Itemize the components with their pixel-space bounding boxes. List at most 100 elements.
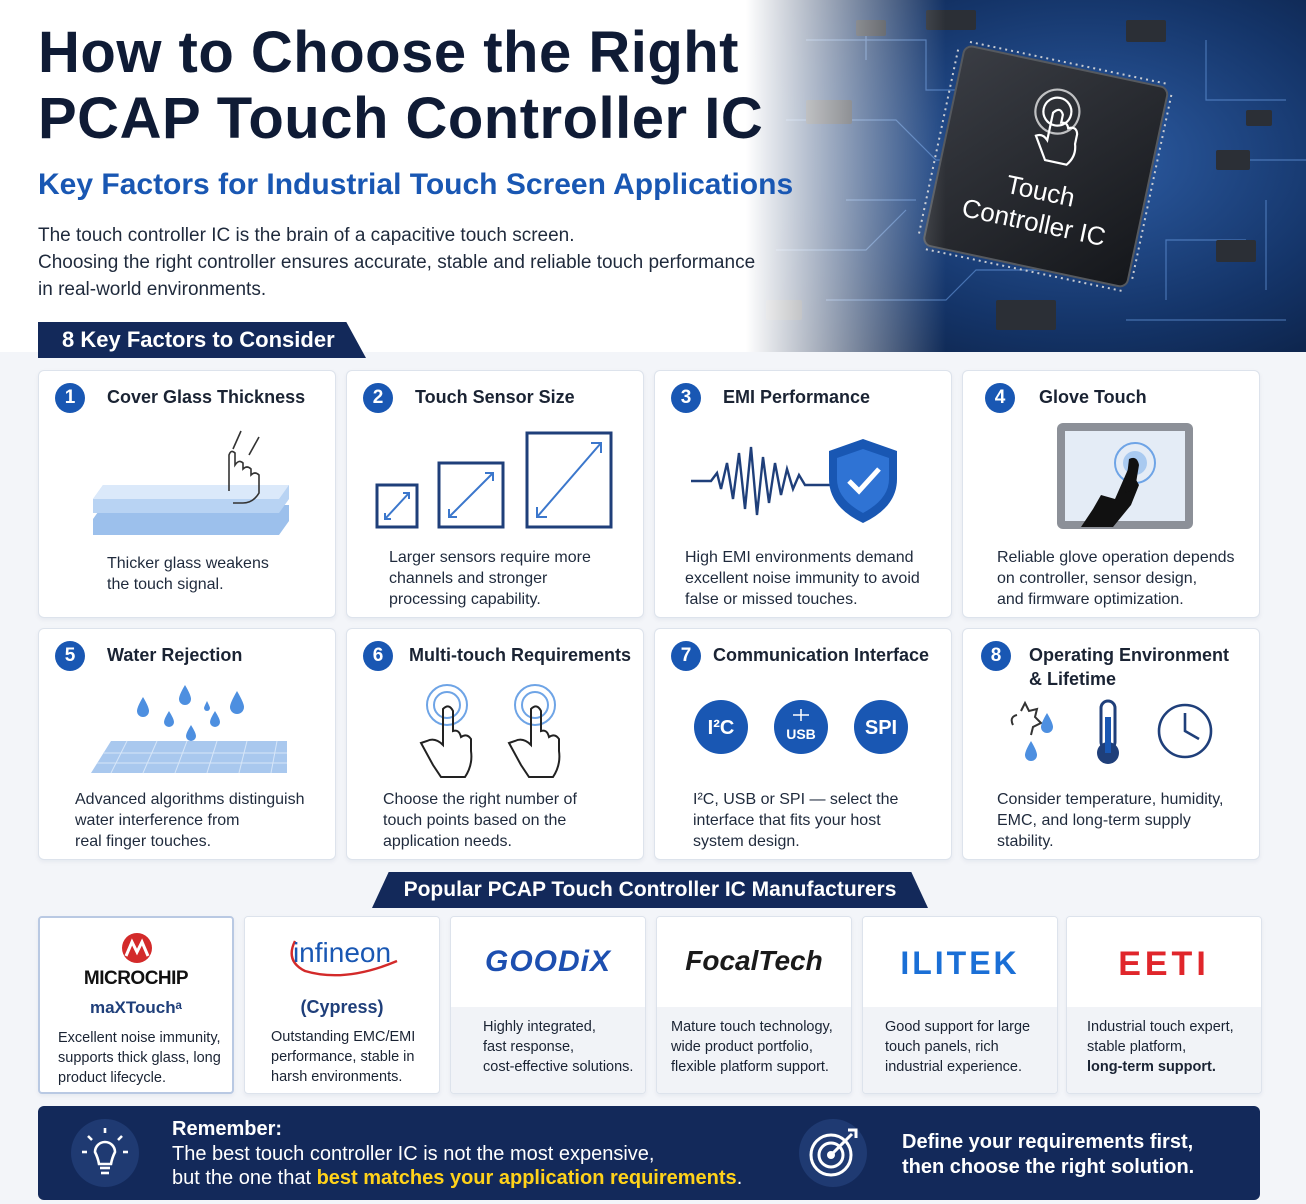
- desc-line: High EMI environments demand: [685, 549, 914, 566]
- desc-line: industrial experience.: [885, 1059, 1023, 1075]
- desc-line: false or missed touches.: [685, 591, 858, 608]
- manufacturer-desc: Excellent noise immunity, supports thick…: [58, 1028, 221, 1088]
- circuit-board-image: Touch Controller IC: [746, 0, 1306, 352]
- manufacturer-card-focaltech: FocalTech Mature touch technology, wide …: [656, 916, 852, 1094]
- desc-line: Outstanding EMC/EMI: [271, 1029, 416, 1045]
- factor-title: Multi-touch Requirements: [409, 645, 632, 665]
- title-line-2: PCAP Touch Controller IC: [38, 86, 764, 151]
- manufacturer-card-ilitek: ILITEK Good support for large touch pane…: [862, 916, 1058, 1094]
- desc-line: harsh environments.: [271, 1069, 403, 1085]
- desc-line: real finger touches.: [75, 833, 212, 850]
- manufacturer-desc: Highly integrated, fast response, cost-e…: [483, 1017, 633, 1077]
- desc-line: performance, stable in: [271, 1049, 415, 1065]
- intro-line: Choosing the right controller ensures ac…: [38, 252, 756, 273]
- factor-number: 4: [985, 383, 1015, 413]
- factor-card-interface: 7 Communication Interface I²C USB SPI I²…: [654, 628, 952, 860]
- desc-line: water interference from: [75, 812, 240, 829]
- desc-line: Choose the right number of: [383, 791, 577, 808]
- water-drops-icon: [91, 685, 287, 774]
- microchip-product: maXTouchᵃ: [89, 998, 183, 1017]
- environment-icon: [1010, 699, 1213, 764]
- lightbulb-icon: [71, 1119, 139, 1187]
- microchip-logo: MICROCHIP: [83, 968, 189, 989]
- desc-line: Mature touch technology,: [671, 1019, 833, 1035]
- microchip-logo-icon: [122, 933, 152, 963]
- requirements-callout: Define your requirements first, then cho…: [902, 1130, 1194, 1180]
- factor-number: 3: [671, 383, 701, 413]
- callout-line: Define your requirements first,: [902, 1131, 1194, 1153]
- factor-desc: High EMI environments demand excellent n…: [685, 547, 920, 610]
- manufacturer-desc: Industrial touch expert, stable platform…: [1087, 1017, 1234, 1077]
- desc-line: stability.: [997, 833, 1054, 850]
- factor-number: 8: [981, 641, 1011, 671]
- desc-line: application needs.: [383, 833, 512, 850]
- infineon-swoosh-icon: [290, 940, 398, 977]
- desc-line: and firmware optimization.: [997, 591, 1184, 608]
- factor-desc: Reliable glove operation depends on cont…: [997, 547, 1235, 610]
- desc-line: long-term support.: [1087, 1059, 1216, 1075]
- factor-number: 1: [55, 383, 85, 413]
- factor-number: 7: [671, 641, 701, 671]
- desc-line: stable platform,: [1087, 1039, 1187, 1055]
- desc-line: Good support for large: [885, 1019, 1031, 1035]
- desc-line: cost-effective solutions.: [483, 1059, 634, 1075]
- cover-glass-icon: [93, 430, 289, 535]
- factor-card-sensor-size: 2 Touch Sensor Size Larger sensors requi…: [346, 370, 644, 618]
- manufacturer-card-infineon: infineon (Cypress) Outstanding EMC/EMI p…: [244, 916, 440, 1094]
- desc-line: processing capability.: [389, 591, 541, 608]
- weather-icon: [1010, 700, 1043, 736]
- thermometer-icon: [1097, 699, 1119, 764]
- i2c-label: I²C: [708, 717, 735, 739]
- desc-line: the touch signal.: [107, 576, 224, 593]
- remember-line: The best touch controller IC is not the …: [172, 1143, 655, 1165]
- humidity-icon: [1025, 713, 1053, 761]
- factor-title: Water Rejection: [107, 645, 243, 665]
- emi-shield-icon: [691, 439, 897, 523]
- manufacturer-desc: Mature touch technology, wide product po…: [671, 1017, 833, 1077]
- remember-highlight: best matches your application requiremen…: [316, 1167, 737, 1189]
- usb-badge: [774, 700, 828, 754]
- remember-title: Remember:: [172, 1118, 283, 1140]
- desc-line: Industrial touch expert,: [1087, 1019, 1234, 1035]
- factor-desc: Advanced algorithms distinguish water in…: [75, 789, 304, 852]
- manufacturer-card-eeti: EETI Industrial touch expert, stable pla…: [1066, 916, 1262, 1094]
- factor-number: 2: [363, 383, 393, 413]
- glove-touch-icon: [1057, 423, 1193, 529]
- i2c-badge: [694, 700, 748, 754]
- touch-hand-icon: [1034, 88, 1081, 166]
- factor-title: Glove Touch: [1039, 387, 1147, 407]
- manufacturer-desc: Good support for large touch panels, ric…: [885, 1017, 1030, 1077]
- desc-line: system design.: [693, 833, 800, 850]
- usb-icon: [793, 709, 809, 721]
- remember-banner: Remember: The best touch controller IC i…: [38, 1106, 1260, 1200]
- desc-line: wide product portfolio,: [671, 1039, 813, 1055]
- remember-prefix: but the one that: [172, 1167, 317, 1189]
- desc-line: touch panels, rich: [885, 1039, 999, 1055]
- factor-title: Operating Environment & Lifetime: [1029, 643, 1249, 691]
- title-line: Operating Environment: [1029, 645, 1230, 665]
- title-line: & Lifetime: [1029, 669, 1117, 689]
- factor-card-cover-glass: 1 Cover Glass Thickness Thicker glass we…: [38, 370, 336, 618]
- spi-label: SPI: [865, 717, 897, 739]
- multi-touch-icon: [419, 684, 561, 778]
- factor-desc: Consider temperature, humidity, EMC, and…: [997, 789, 1223, 852]
- factor-title: Communication Interface: [713, 645, 930, 665]
- goodix-logo: GOODiX: [484, 945, 611, 978]
- intro-line: The touch controller IC is the brain of …: [38, 225, 575, 246]
- infineon-logo: infineon: [292, 937, 392, 968]
- desc-line: Consider temperature, humidity,: [997, 791, 1224, 808]
- factor-card-environment: 8 Operating Environment & Lifetime Consi…: [962, 628, 1260, 860]
- desc-line: Highly integrated,: [483, 1019, 596, 1035]
- factor-number: 5: [55, 641, 85, 671]
- desc-line: channels and stronger: [389, 570, 548, 587]
- desc-line: on controller, sensor design,: [997, 570, 1198, 587]
- desc-line: EMC, and long-term supply: [997, 812, 1191, 829]
- eeti-logo: EETI: [1118, 945, 1210, 983]
- desc-line: Excellent noise immunity,: [58, 1030, 221, 1046]
- desc-line: fast response,: [483, 1039, 575, 1055]
- factor-card-multi-touch: 6 Multi-touch Requirements Choose the ri…: [346, 628, 644, 860]
- factor-desc: I²C, USB or SPI — select the interface t…: [693, 789, 898, 852]
- factor-desc: Choose the right number of touch points …: [383, 789, 577, 852]
- factor-desc: Larger sensors require more channels and…: [389, 547, 591, 610]
- remember-suffix: .: [736, 1167, 743, 1189]
